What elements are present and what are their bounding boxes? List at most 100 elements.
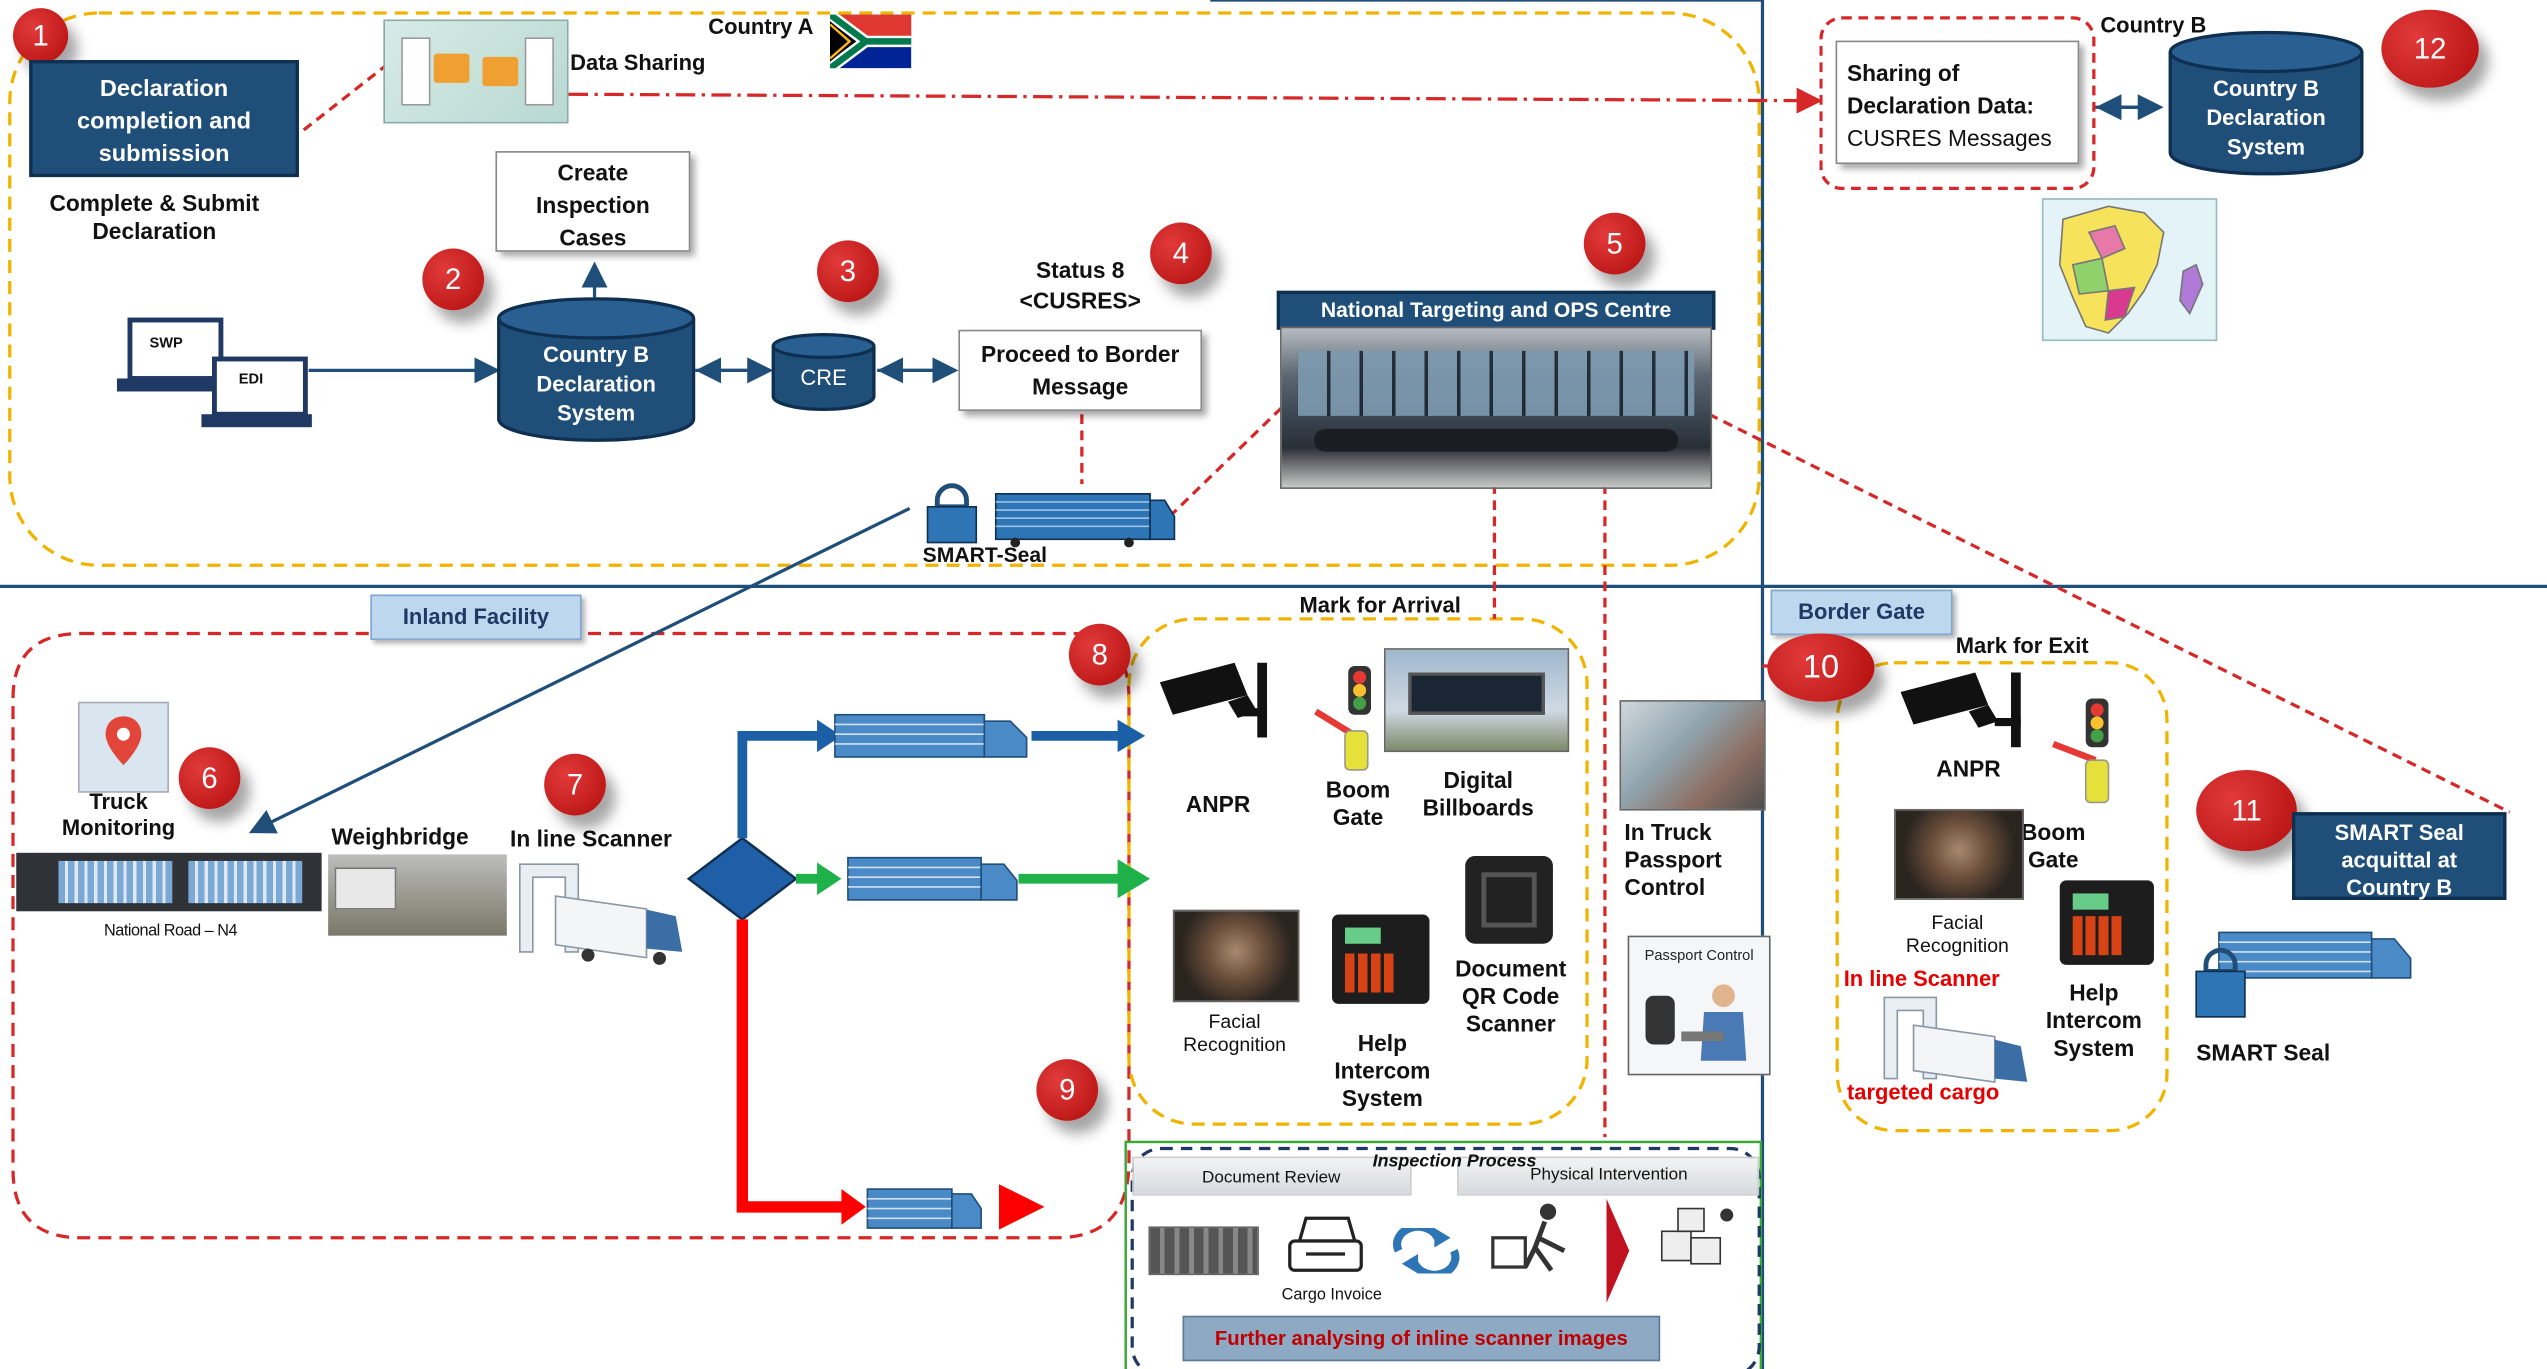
smart-acquittal-line1: SMART Seal <box>2334 820 2464 845</box>
boom-gate-line1: Boom <box>1325 776 1391 803</box>
sharing-declaration-box: Sharing of Declaration Data: CUSRES Mess… <box>1835 40 2080 165</box>
mark-arrival-label: Mark for Arrival <box>1299 592 1461 618</box>
create-inspection-cases-box: Create Inspection Cases <box>495 151 691 252</box>
help-intercom-icon <box>1332 914 1430 1004</box>
qr-scanner-line2: QR Code <box>1462 982 1560 1009</box>
physical-label: Physical Intervention <box>1530 1164 1688 1185</box>
map-pin-icon <box>77 701 169 793</box>
help-intercom-line1: Help <box>1357 1029 1408 1056</box>
proceed-line2: Message <box>1032 373 1129 400</box>
facial-recognition-photo <box>1172 909 1300 1003</box>
declaration-completion-box: Declaration completion and submission <box>29 60 299 178</box>
digital-billboards-line1: Digital <box>1443 766 1513 793</box>
smart-seal-acquittal-box: SMART Seal acquittal at Country B <box>2292 812 2507 900</box>
inspection-frame <box>1124 1140 1763 1369</box>
digital-billboards-label: Digital Billboards <box>1410 767 1546 822</box>
country-b-db-line1: Country B <box>2213 76 2320 101</box>
status-label: Status 8 <CUSRES> <box>1007 255 1153 317</box>
chevron-right-icon <box>1606 1198 1630 1303</box>
truck-red-path <box>866 1188 982 1229</box>
border-gate-label: Border Gate <box>1770 589 1953 636</box>
central-db-line3: System <box>557 401 636 426</box>
exit-help-line3: System <box>2053 1034 2135 1061</box>
smart-seal-top-label: SMART-Seal <box>922 542 1048 567</box>
boom-gate-line2: Gate <box>1332 803 1384 830</box>
exit-help-intercom-icon <box>2059 880 2154 965</box>
inspection-process-label: Inspection Process <box>1372 1151 1537 1172</box>
qr-scanner-line1: Document <box>1455 955 1567 982</box>
invoice-printer-icon <box>1288 1216 1363 1272</box>
targeted-cargo-label: targeted cargo <box>1846 1080 2000 1105</box>
ops-centre-title: National Targeting and OPS Centre <box>1276 290 1716 330</box>
exit-boom-gate-icon <box>2052 698 2110 804</box>
sharing-line2: Declaration Data: <box>1846 92 2035 119</box>
smart-acquittal-line2: acquittal at <box>2341 847 2458 873</box>
weighbridge-photo <box>328 854 507 936</box>
doc-review-header: Document Review <box>1132 1156 1412 1196</box>
boom-gate-label: Boom Gate <box>1322 776 1393 831</box>
facial-recognition-line2: Recognition <box>1183 1033 1287 1057</box>
country-b-label: Country B <box>2100 12 2207 38</box>
truck-monitoring-line1: Truck <box>89 789 148 814</box>
truck-blue-path <box>834 713 1028 758</box>
caption-line2: Declaration <box>92 217 217 244</box>
anpr-camera-icon <box>1159 662 1268 738</box>
exit-inline-scanner-label: In line Scanner <box>1843 966 2000 991</box>
callout-12: 12 <box>2381 9 2479 88</box>
country-a-label: Country A <box>708 14 814 39</box>
callout-6: 6 <box>178 747 241 809</box>
physical-header: Physical Intervention <box>1457 1156 1760 1196</box>
southern-africa-map <box>2041 198 2218 342</box>
cre-cylinder <box>771 333 876 411</box>
laptop-icons <box>116 317 312 428</box>
exit-help-line2: Intercom <box>2045 1006 2142 1033</box>
doc-review-label: Document Review <box>1202 1167 1341 1188</box>
exit-boom-label: Boom Gate <box>2021 819 2086 874</box>
help-intercom-line3: System <box>1341 1084 1423 1111</box>
declaration-box-line2: completion and <box>77 108 252 135</box>
help-intercom-line2: Intercom <box>1334 1057 1431 1084</box>
exit-anpr-camera-icon <box>1900 672 2021 748</box>
truck-monitoring-label: Truck Monitoring <box>49 789 189 842</box>
truck-monitoring-line2: Monitoring <box>61 815 176 841</box>
callout-1: 1 <box>12 8 69 64</box>
declaration-box-line3: submission <box>98 141 230 168</box>
country-b-database-cylinder <box>497 297 696 442</box>
declaration-box-line1: Declaration <box>99 76 229 103</box>
callout-4: 4 <box>1150 222 1212 285</box>
callout-10: 10 <box>1767 633 1875 702</box>
complete-submit-caption: Complete & Submit Declaration <box>32 190 276 245</box>
in-truck-line2: Passport <box>1624 845 1722 872</box>
exit-smart-seal-icon <box>2195 931 2412 1018</box>
data-sharing-image <box>383 19 569 124</box>
in-truck-photo <box>1619 700 1766 811</box>
national-road-label: National Road – N4 <box>104 922 238 941</box>
callout-5: 5 <box>1583 212 1646 275</box>
country-b-db-label: Country B Declaration System <box>2167 75 2365 163</box>
inline-scanner-icon <box>518 863 683 965</box>
anpr-label: ANPR <box>1185 791 1251 818</box>
callout-2: 2 <box>422 248 485 311</box>
exit-anpr-label: ANPR <box>1936 755 2001 782</box>
callout-9: 9 <box>1036 1059 1099 1121</box>
smart-acquittal-line3: Country B <box>2346 875 2453 900</box>
boom-gate-icon <box>1314 666 1371 771</box>
smart-seal-truck-icon <box>926 483 1176 548</box>
inspection-cases-line1: Create <box>557 159 629 186</box>
passport-control-photo: Passport Control <box>1627 935 1771 1076</box>
facial-recognition-line1: Facial <box>1208 1010 1261 1034</box>
digital-billboards-line2: Billboards <box>1422 794 1534 820</box>
exit-facial-photo <box>1894 808 2025 900</box>
mark-exit-label: Mark for Exit <box>1955 633 2089 658</box>
ops-centre-photo <box>1280 326 1713 489</box>
inspection-cases-line3: Cases <box>559 224 627 251</box>
proceed-line1: Proceed to Border <box>981 341 1180 368</box>
road-image <box>16 852 322 912</box>
passport-control-label: Passport Control <box>1644 947 1754 964</box>
cre-label: CRE <box>800 365 847 390</box>
exit-boom-line1: Boom <box>2021 818 2086 845</box>
sharing-line1: Sharing of <box>1846 60 1960 87</box>
status-line2: <CUSRES> <box>1019 287 1141 314</box>
data-sharing-label: Data Sharing <box>570 50 706 75</box>
